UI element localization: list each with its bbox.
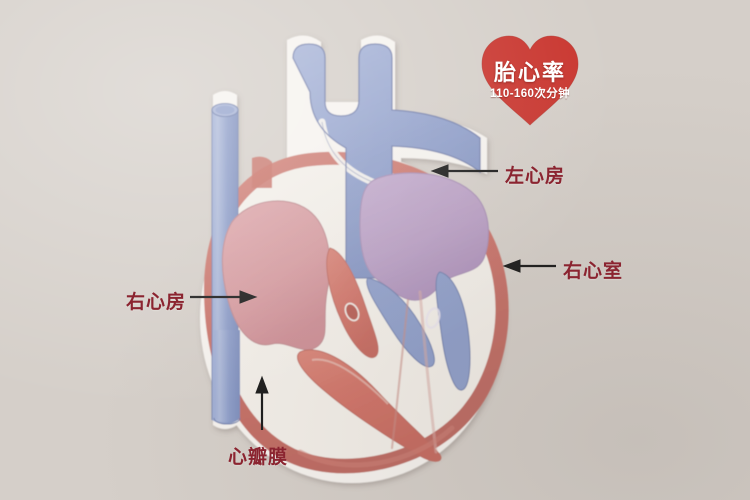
label-heart-valve: 心瓣膜 [228, 447, 289, 468]
label-right-ventricle: 右心室 [563, 261, 624, 282]
pointer-arrows [190, 164, 556, 430]
label-left-atrium: 左心房 [505, 166, 566, 187]
right-atrium-chamber [221, 200, 331, 351]
arrow-right-atrium [190, 290, 258, 304]
inferior-vena-cava [213, 330, 241, 425]
papillary-muscle [297, 349, 442, 462]
valve-leaflets [366, 271, 471, 391]
badge-subtitle: 110-160次分钟 [489, 88, 571, 100]
arrow-left-atrium [430, 164, 498, 178]
chordae-tendineae [390, 290, 438, 454]
pulmonary-artery [252, 156, 272, 188]
label-right-atrium: 右心房 [126, 292, 187, 313]
fetal-heart-rate-badge[interactable] [481, 35, 579, 126]
arrow-right-ventricle [502, 259, 556, 273]
arrow-heart-valve [255, 375, 269, 430]
apex-wall [297, 425, 455, 468]
interventricular-septum [326, 247, 379, 358]
badge-title: 胎心率 [493, 60, 566, 85]
